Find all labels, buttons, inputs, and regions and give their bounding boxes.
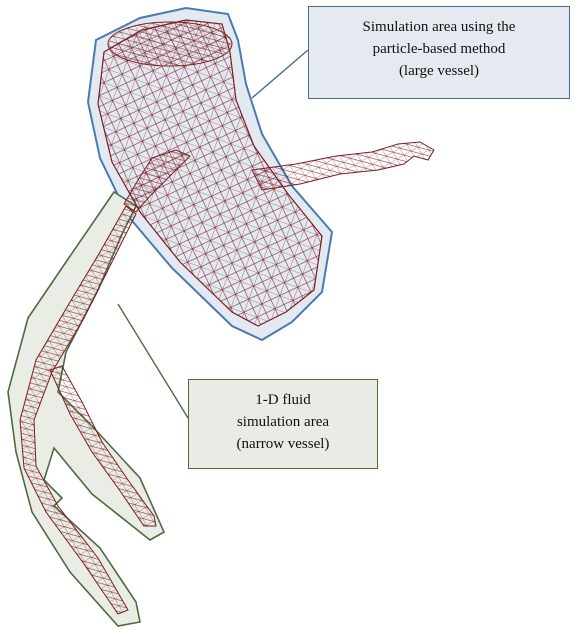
callout-large-line-3: (large vessel) (309, 60, 569, 82)
callout-narrow-line-2: simulation area (189, 411, 377, 433)
callout-large-line-2: particle-based method (309, 38, 569, 60)
callout-narrow-vessel: 1-D fluid simulation area (narrow vessel… (188, 379, 378, 469)
leader-line-narrow (118, 304, 188, 418)
leader-line-large (252, 50, 308, 98)
side-branch-mesh (252, 142, 434, 190)
callout-large-vessel: Simulation area using the particle-based… (308, 6, 570, 99)
callout-narrow-line-1: 1-D fluid (189, 389, 377, 411)
callout-narrow-line-3: (narrow vessel) (189, 433, 377, 455)
vessel-opening (108, 22, 232, 66)
callout-large-line-1: Simulation area using the (309, 16, 569, 38)
